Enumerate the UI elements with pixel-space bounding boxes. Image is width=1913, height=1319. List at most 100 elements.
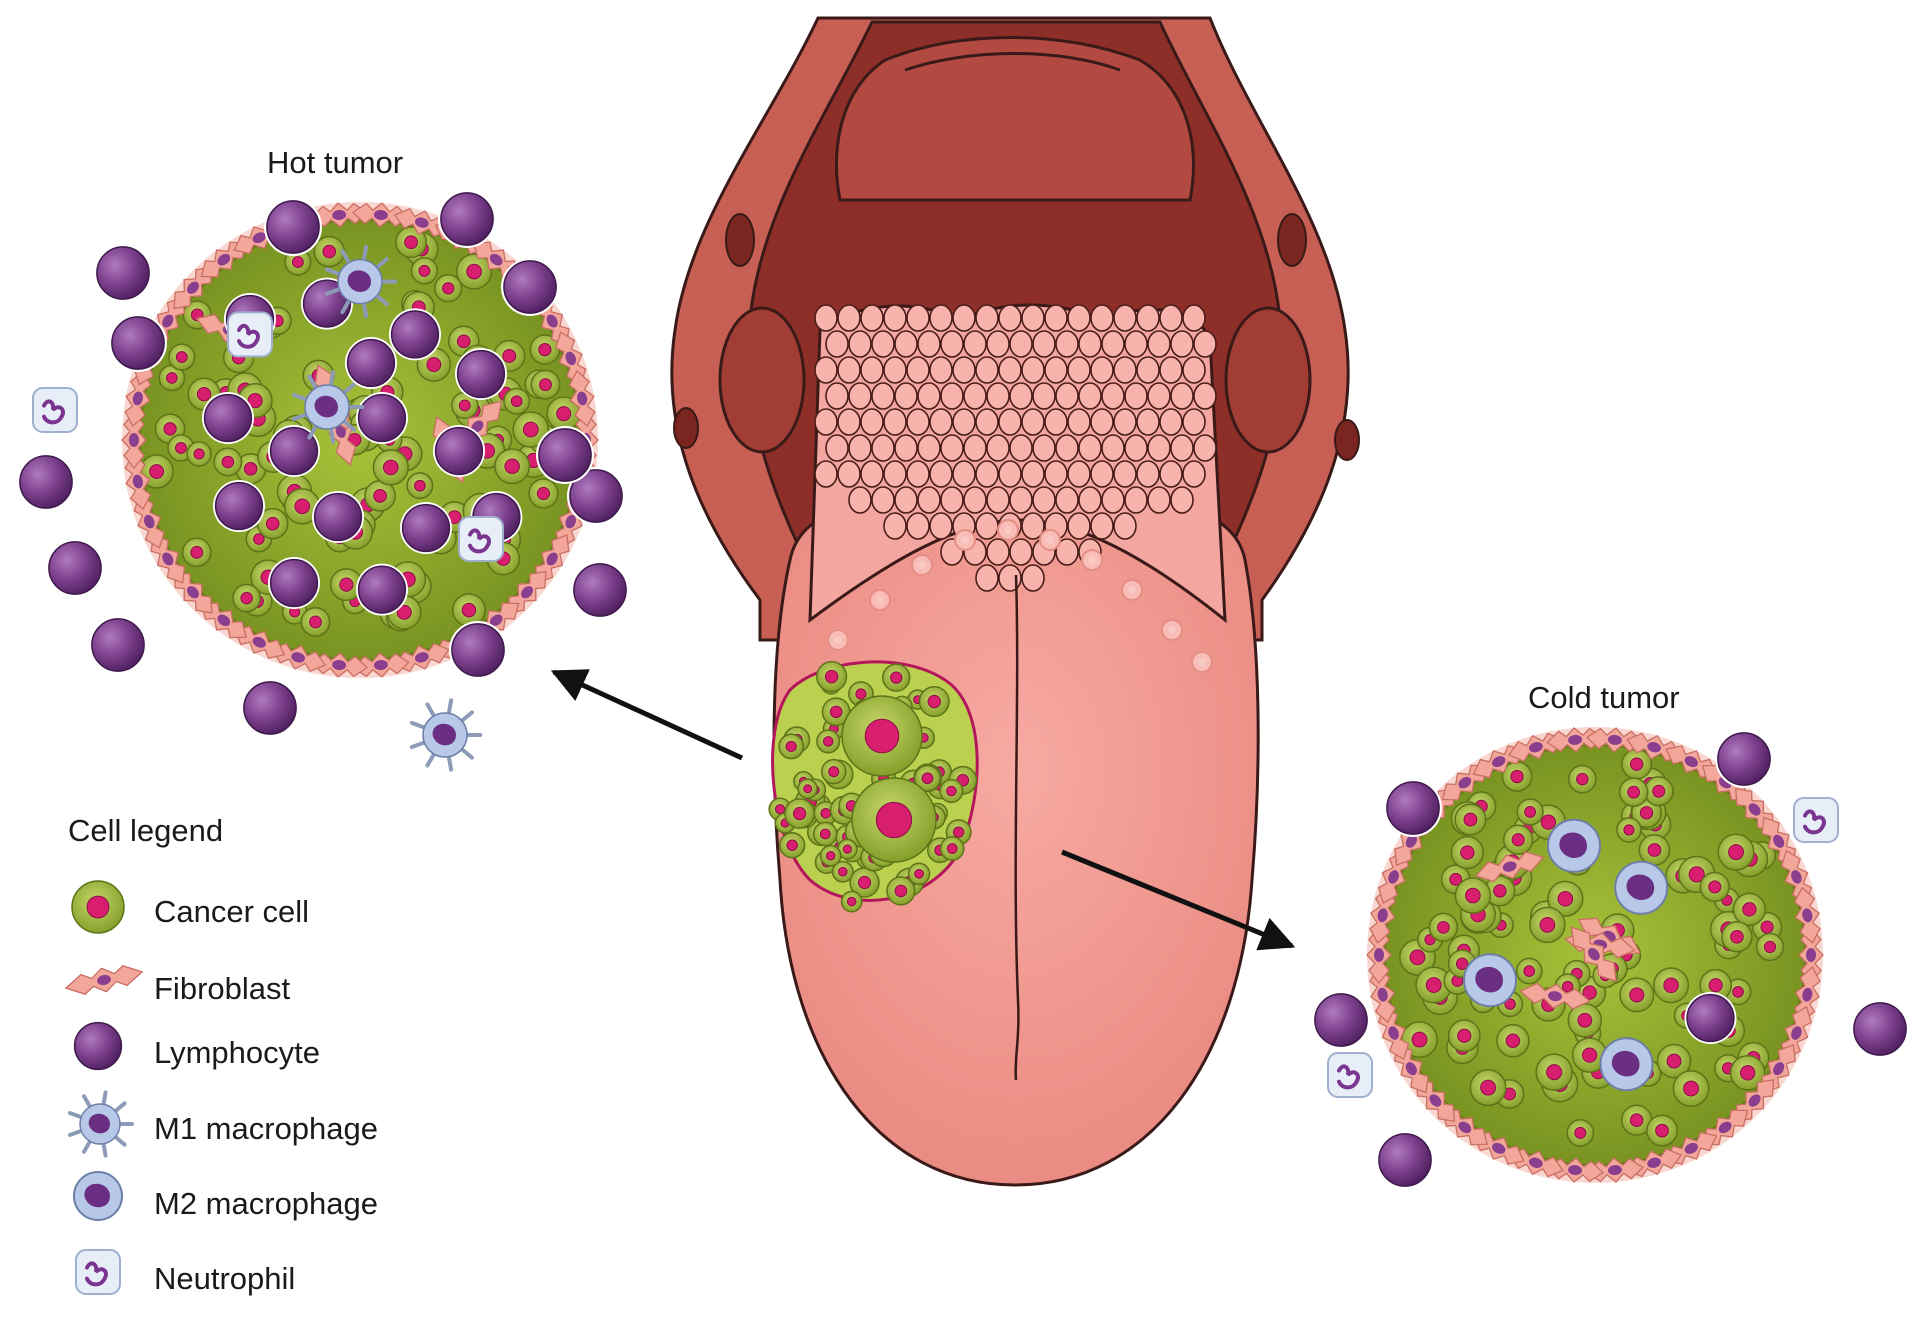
fibroblast: [310, 652, 369, 678]
cancer-cell: [1515, 957, 1543, 985]
cancer-cell: [778, 733, 805, 760]
cancer-cell: [1638, 834, 1671, 866]
cancer-cell: [232, 583, 262, 613]
cancer-cell: [186, 441, 212, 467]
cancer-cell: [882, 663, 911, 692]
hot-tumor-title: Hot tumor: [267, 145, 404, 180]
lymphocyte: [1312, 991, 1370, 1049]
cancer-cell: [1653, 967, 1690, 1004]
tongue-tumor: [768, 660, 979, 913]
cancer-cell: [451, 391, 479, 420]
cancer-cell: [913, 764, 942, 792]
cancer-cell: [1721, 921, 1753, 953]
cancer-cell: [907, 862, 931, 886]
lymphocyte: [94, 244, 152, 302]
cancer-cell: [256, 507, 289, 540]
cancer-cell: [831, 860, 854, 883]
lymphocyte: [438, 190, 496, 248]
neutrophil: [1327, 1052, 1373, 1098]
tongue-anatomy: [670, 16, 1360, 1187]
lymphocyte: [345, 337, 397, 389]
lymphocyte: [400, 502, 452, 554]
lymphocyte: [202, 392, 254, 444]
cancer-cell: [410, 257, 439, 285]
lymphocyte: [213, 480, 265, 532]
cancer-cell: [779, 832, 806, 859]
neutrophil: [1793, 797, 1839, 843]
cancer-cell: [1529, 906, 1566, 944]
lingual-cobble: [814, 304, 1217, 592]
fibroblast: [1546, 727, 1604, 753]
cancer-cell: [1656, 1043, 1692, 1079]
lymphocyte: [17, 453, 75, 511]
cancer-cell: [1616, 817, 1642, 843]
cancer-cell: [816, 660, 848, 693]
cancer-cell: [434, 274, 463, 303]
fibroblast: [1369, 886, 1397, 944]
cancer-cell: [819, 844, 842, 867]
fibroblast: [1793, 886, 1821, 944]
cancer-cell: [455, 253, 493, 290]
fibroblast: [64, 965, 144, 995]
neutrophil: [75, 1249, 121, 1295]
cancer-cell: [1643, 776, 1674, 807]
cancer-cell: [181, 537, 212, 568]
legend-label: Fibroblast: [154, 971, 291, 1006]
fibroblast: [1570, 926, 1617, 983]
m2-macrophage: [1463, 953, 1517, 1008]
cancer-cell: [512, 411, 550, 448]
cancer-cell: [1501, 761, 1533, 792]
cancer-cell: [1454, 803, 1487, 836]
neutrophil: [32, 387, 78, 433]
hot-tumor: [17, 190, 629, 772]
cancer-cell: [503, 387, 531, 415]
cancer-cell: [1516, 798, 1544, 826]
cancer-cell: [529, 334, 561, 365]
cancer-cell: [528, 478, 559, 509]
cancer-cell: [494, 448, 531, 485]
lymphocyte: [449, 621, 507, 679]
cancer-cell: [530, 369, 561, 400]
cancer-cell: [1567, 1003, 1603, 1038]
lymphocyte: [571, 561, 629, 619]
fibroblast: [1519, 982, 1591, 1010]
lymphocyte: [455, 348, 507, 400]
cancer-cell: [372, 449, 409, 486]
cancer-cell: [1401, 1021, 1438, 1059]
cancer-cell: [1571, 1037, 1608, 1073]
neutrophil-icon: [60, 1247, 140, 1309]
lymphocyte: [389, 308, 441, 361]
legend-title: Cell legend: [68, 813, 224, 848]
cancer-cell: [849, 867, 880, 898]
lymphocyte: [72, 1020, 124, 1072]
cancer-cell: [851, 777, 937, 863]
cancer-cell: [1450, 835, 1485, 870]
m2-macrophage: [1599, 1037, 1654, 1092]
lymphocyte: [356, 563, 408, 616]
m2-macrophage-icon: [60, 1172, 140, 1234]
cancer-cell: [284, 488, 321, 525]
m1-macrophage: [409, 698, 483, 772]
lymphocyte-icon: [60, 1021, 140, 1083]
lymphocyte: [1715, 730, 1773, 788]
legend-label: M1 macrophage: [154, 1111, 379, 1146]
cancer-cell: [313, 235, 346, 268]
legend-item-fibroblast: Fibroblast: [60, 957, 460, 1019]
cancer-cell: [1619, 977, 1655, 1013]
fibroblast: [1474, 851, 1545, 883]
cancer-cell: [1646, 1114, 1679, 1147]
cancer-cell: [840, 890, 863, 913]
cancer-cell: [1717, 833, 1755, 871]
cancer-cell: [1566, 1119, 1595, 1147]
m1-macrophage: [291, 370, 365, 444]
cancer-cell: [918, 686, 950, 718]
m1-macrophage: [324, 244, 398, 319]
cancer-cell: [1672, 1070, 1710, 1107]
cancer-cell: [821, 697, 851, 727]
fibroblast: [568, 369, 596, 428]
fibroblast-icon: [60, 957, 140, 1019]
cancer-cell: [1729, 1054, 1766, 1091]
lymphocyte: [1851, 1000, 1909, 1058]
cancer-cell: [1535, 1053, 1573, 1091]
